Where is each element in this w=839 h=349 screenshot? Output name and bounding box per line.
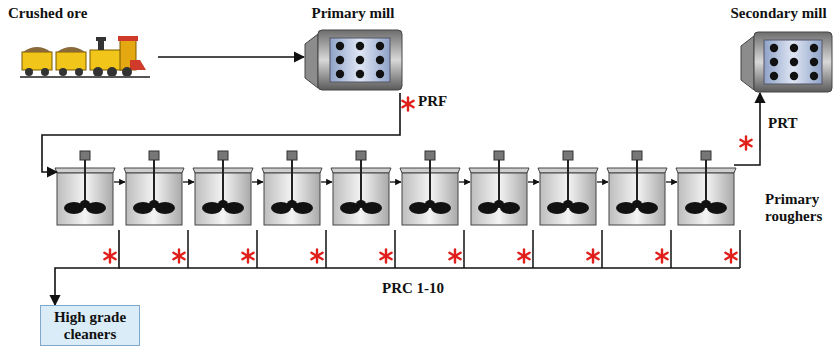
sample-point — [242, 250, 253, 263]
flotation-cell — [676, 151, 736, 225]
sample-point — [449, 250, 460, 263]
flotation-cell — [262, 151, 332, 225]
concentrate-launder — [119, 267, 740, 269]
sample-point — [740, 137, 751, 150]
flotation-cell — [124, 151, 194, 225]
mill-ball — [336, 70, 344, 78]
mill-ball — [810, 44, 818, 52]
concentrate-drop — [325, 230, 327, 268]
sample-point — [587, 250, 598, 263]
concentrate-drop — [187, 230, 189, 268]
concentrate-drop — [739, 230, 741, 268]
concentrate-drop — [394, 230, 396, 268]
concentrate-drop — [532, 230, 534, 268]
sample-point — [656, 250, 667, 263]
concentrate-drop — [256, 230, 258, 268]
mill-ball — [770, 44, 778, 52]
mill-ball — [770, 58, 778, 66]
sample-point — [311, 250, 322, 263]
sample-point — [380, 250, 391, 263]
flow-arrow — [55, 230, 119, 305]
sample-point — [104, 250, 115, 263]
process-box: High grade cleaners — [40, 305, 140, 346]
primary-mill — [305, 30, 402, 90]
secondary-mill — [741, 32, 832, 92]
tail-leader — [734, 150, 760, 165]
sample-point — [518, 250, 529, 263]
mill-ball — [376, 70, 384, 78]
ore-train — [20, 36, 150, 78]
mill-unit: Secondary mill — [722, 5, 835, 95]
mill-ball — [376, 56, 384, 64]
sample-point — [725, 250, 736, 263]
concentrate-drop — [601, 230, 603, 268]
mill-ball — [790, 72, 798, 80]
stream-range-tag: PRC 1-10 — [382, 280, 444, 297]
mill-ball — [336, 42, 344, 50]
stream-tag: PRF — [418, 93, 447, 110]
mill-ball — [356, 56, 364, 64]
flow-arrow — [158, 56, 304, 58]
mill-ball — [810, 58, 818, 66]
flotation-cell — [55, 151, 125, 225]
unit-heading: Secondary mill — [722, 5, 835, 22]
mill-ball — [790, 58, 798, 66]
stream-tag: PRT — [768, 115, 797, 132]
concentrate-drop — [463, 230, 465, 268]
sample-point — [402, 98, 413, 111]
mill-ball — [770, 72, 778, 80]
sample-point — [173, 250, 184, 263]
mill-unit: Primary mill — [298, 5, 408, 93]
flow-arrow — [42, 93, 400, 172]
mill-ball — [790, 44, 798, 52]
mill-ball — [336, 56, 344, 64]
flow-arrow — [759, 93, 761, 150]
mill-ball — [356, 42, 364, 50]
flotation-cell — [607, 151, 677, 225]
flotation-cell — [331, 151, 401, 225]
box-label: High grade cleaners — [47, 309, 133, 342]
mill-ball — [810, 72, 818, 80]
concentrate-drop — [670, 230, 672, 268]
flotation-cell — [538, 151, 608, 225]
unit-heading: Primary mill — [298, 5, 408, 22]
flotation-cell — [469, 151, 539, 225]
flotation-cell — [400, 151, 470, 225]
flotation-bank: Primary roughers — [57, 150, 837, 230]
bank-label: Primary roughers — [765, 191, 837, 224]
flotation-cell — [193, 151, 263, 225]
mill-ball — [356, 70, 364, 78]
source-label-group: Crushed ore — [8, 5, 158, 83]
mill-ball — [376, 42, 384, 50]
unit-heading: Crushed ore — [8, 5, 158, 22]
